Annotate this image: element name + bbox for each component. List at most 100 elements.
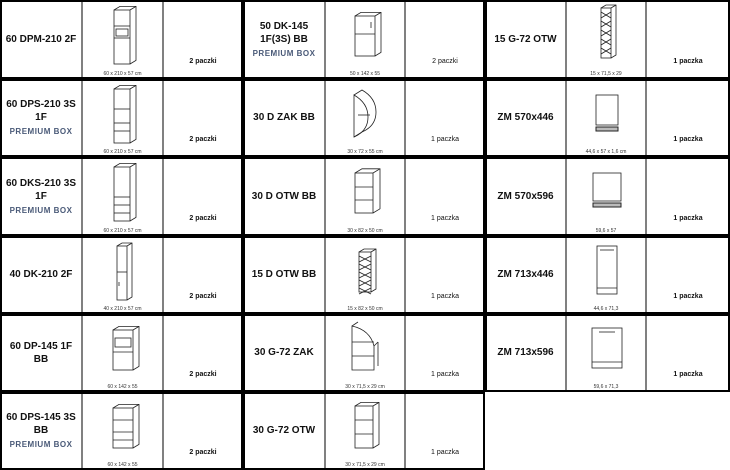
corner-wall-shelf-icon bbox=[351, 321, 379, 371]
tall-fridge-cabinet-icon bbox=[113, 163, 136, 222]
open-wall-shelf-icon bbox=[354, 401, 380, 449]
product-image-cell: 30 x 71,5 x 29 cm bbox=[325, 392, 405, 470]
package-count: 2 paczki bbox=[189, 215, 217, 222]
package-count-cell: 2 paczki bbox=[163, 392, 243, 470]
package-count: 2 paczki bbox=[189, 293, 217, 300]
product-dimensions: 15 x 82 x 50 cm bbox=[347, 306, 383, 312]
package-count: 1 paczka bbox=[430, 371, 460, 378]
package-count-cell: 1 paczka bbox=[405, 314, 485, 392]
package-count-cell: 2 paczki bbox=[405, 0, 485, 79]
mid-drawer-cabinet-icon bbox=[112, 403, 139, 449]
package-count-cell: 1 paczka bbox=[405, 157, 485, 236]
dishwasher-front-wide-icon bbox=[591, 327, 623, 369]
product-dimensions: 44,6 x 71,3 bbox=[593, 306, 619, 312]
product-name: ZM 713x596 bbox=[497, 347, 554, 358]
product-name: 15 D OTW BB bbox=[251, 269, 317, 280]
package-count-cell: 2 paczki bbox=[163, 157, 243, 236]
product-image-cell: 30 x 72 x 55 cm bbox=[325, 79, 405, 157]
product-name-cell: 15 D OTW BB bbox=[243, 236, 325, 314]
package-count-cell: 2 paczki bbox=[163, 314, 243, 392]
product-image-cell: 44,6 x 57 x 1,6 cm bbox=[566, 79, 646, 157]
product-name: ZM 570x446 bbox=[497, 112, 554, 123]
dishwasher-panel-icon bbox=[595, 94, 619, 132]
product-dimensions: 40 x 210 x 57 cm bbox=[103, 306, 142, 312]
product-name-cell: 60 DPM-210 2F bbox=[0, 0, 82, 79]
package-count: 2 paczki bbox=[189, 371, 217, 378]
product-name-cell: 60 DP-145 1F BB bbox=[0, 314, 82, 392]
product-image-cell: 44,6 x 71,3 bbox=[566, 236, 646, 314]
dishwasher-front-narrow-icon bbox=[596, 245, 618, 295]
product-name: 30 D ZAK BB bbox=[253, 112, 315, 123]
product-dimensions: 30 x 82 x 50 cm bbox=[347, 228, 383, 234]
product-name: 30 G-72 OTW bbox=[252, 425, 316, 436]
package-count-cell: 1 paczka bbox=[405, 79, 485, 157]
premium-box-label: PREMIUM BOX bbox=[9, 440, 73, 449]
product-dimensions: 60 x 142 x 55 bbox=[107, 384, 138, 390]
product-name: 60 DKS-210 3S 1F bbox=[5, 177, 77, 202]
dishwasher-panel-wide-icon bbox=[592, 172, 622, 208]
product-name: ZM 570x596 bbox=[497, 190, 554, 202]
product-image-cell: 30 x 71,5 x 29 cm bbox=[325, 314, 405, 392]
package-count: 1 paczka bbox=[673, 215, 703, 222]
product-dimensions: 15 x 71,5 x 29 bbox=[590, 71, 622, 77]
product-name: 60 DPM-210 2F bbox=[5, 33, 77, 45]
product-image-cell: 60 x 142 x 55 bbox=[82, 314, 163, 392]
tall-narrow-cabinet-icon bbox=[116, 242, 132, 301]
tall-oven-cabinet-icon bbox=[113, 6, 136, 65]
package-count-cell: 1 paczka bbox=[646, 314, 730, 392]
product-name-cell: 40 DK-210 2F bbox=[0, 236, 82, 314]
product-image-cell: 60 x 210 x 57 cm bbox=[82, 157, 163, 236]
product-name: 50 DK-145 1F(3S) BB bbox=[259, 20, 309, 45]
product-name-cell: 30 D OTW BB bbox=[243, 157, 325, 236]
package-count-cell: 1 paczka bbox=[646, 236, 730, 314]
package-count: 1 paczka bbox=[673, 371, 703, 378]
product-name-cell: 30 G-72 OTW bbox=[243, 392, 325, 470]
product-dimensions: 59,6 x 57 bbox=[595, 228, 617, 234]
product-name: 40 DK-210 2F bbox=[9, 269, 73, 280]
product-name: ZM 713x446 bbox=[497, 269, 554, 280]
product-image-cell: 40 x 210 x 57 cm bbox=[82, 236, 163, 314]
rounded-end-cabinet-icon bbox=[353, 89, 377, 138]
product-name: 60 DPS-145 3S BB bbox=[6, 412, 76, 436]
product-dimensions: 60 x 210 x 57 cm bbox=[103, 228, 142, 234]
product-image-cell: 15 x 71,5 x 29 bbox=[566, 0, 646, 79]
package-count: 1 paczka bbox=[673, 58, 703, 65]
product-name: 15 G-72 OTW bbox=[494, 33, 557, 45]
package-count: 1 paczka bbox=[430, 136, 460, 143]
product-name: 30 G-72 ZAK bbox=[254, 347, 314, 358]
package-count: 2 paczki bbox=[189, 449, 217, 456]
tall-drawer-cabinet-icon bbox=[113, 85, 136, 144]
package-count-cell: 1 paczka bbox=[646, 79, 730, 157]
package-count-cell: 1 paczka bbox=[646, 0, 730, 79]
product-name: 60 DPS-210 3S 1F bbox=[6, 99, 76, 123]
product-dimensions: 60 x 210 x 57 cm bbox=[103, 149, 142, 155]
package-count-cell: 2 paczki bbox=[163, 0, 243, 79]
product-dimensions: 30 x 71,5 x 29 cm bbox=[345, 384, 385, 390]
wine-rack-cabinet-icon bbox=[358, 248, 377, 295]
product-image-cell: 30 x 82 x 50 cm bbox=[325, 157, 405, 236]
product-dimensions: 60 x 210 x 57 cm bbox=[103, 71, 142, 77]
product-dimensions: 30 x 72 x 55 cm bbox=[347, 149, 383, 155]
premium-box-label: PREMIUM BOX bbox=[9, 127, 73, 136]
product-name: 30 D OTW BB bbox=[251, 190, 317, 202]
package-count: 2 paczki bbox=[189, 136, 217, 143]
product-dimensions: 60 x 142 x 55 bbox=[107, 462, 138, 468]
package-count: 1 paczka bbox=[430, 449, 460, 456]
product-image-cell: 15 x 82 x 50 cm bbox=[325, 236, 405, 314]
product-name-cell: ZM 570x446 bbox=[485, 79, 566, 157]
premium-box-label: PREMIUM BOX bbox=[252, 48, 316, 58]
wall-wine-rack-icon bbox=[600, 4, 617, 59]
product-name-cell: 15 G-72 OTW bbox=[485, 0, 566, 79]
product-image-cell: 60 x 210 x 57 cm bbox=[82, 79, 163, 157]
open-shelf-cabinet-icon bbox=[354, 168, 381, 214]
product-name-cell: 60 DPS-145 3S BB PREMIUM BOX bbox=[0, 392, 82, 470]
product-name-cell: 60 DPS-210 3S 1F PREMIUM BOX bbox=[0, 79, 82, 157]
package-count: 1 paczka bbox=[673, 136, 703, 143]
package-count-cell: 1 paczka bbox=[646, 157, 730, 236]
product-name-cell: 30 G-72 ZAK bbox=[243, 314, 325, 392]
product-image-cell: 59,6 x 71,3 bbox=[566, 314, 646, 392]
package-count-cell: 1 paczka bbox=[405, 236, 485, 314]
product-name-cell: 30 D ZAK BB bbox=[243, 79, 325, 157]
